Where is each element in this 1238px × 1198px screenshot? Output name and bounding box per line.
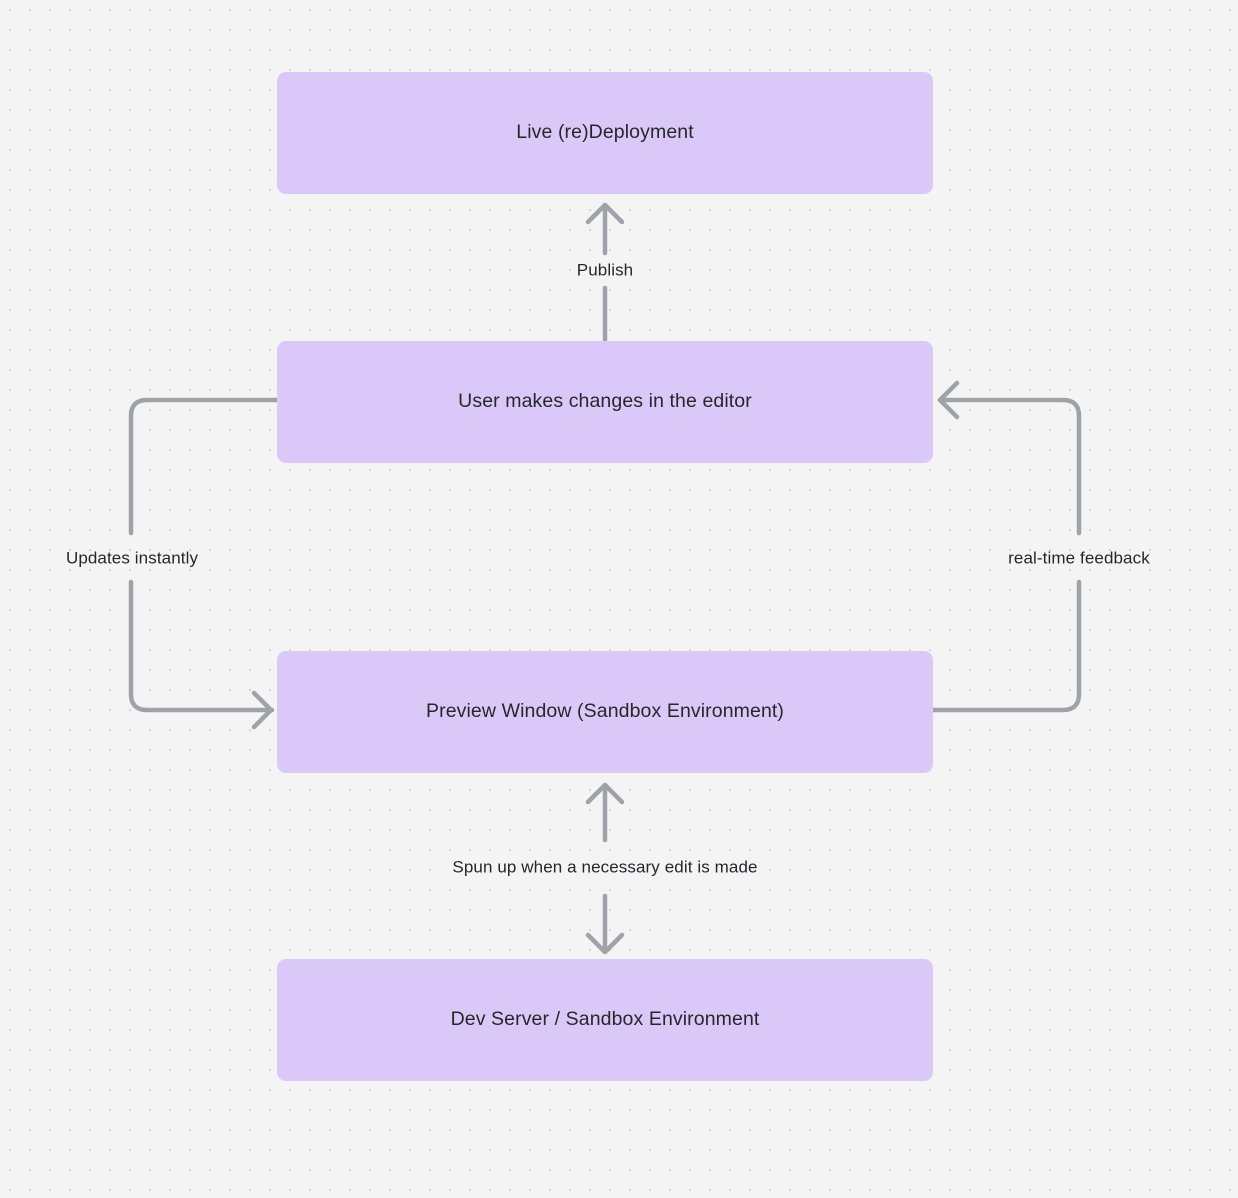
node-live-deployment-label: Live (re)Deployment bbox=[516, 121, 694, 144]
node-dev-server[interactable]: Dev Server / Sandbox Environment bbox=[277, 959, 933, 1081]
edge-label-updates-instantly: Updates instantly bbox=[65, 548, 199, 568]
edge-label-publish: Publish bbox=[570, 258, 640, 282]
node-preview-window[interactable]: Preview Window (Sandbox Environment) bbox=[277, 651, 933, 773]
node-preview-window-label: Preview Window (Sandbox Environment) bbox=[426, 700, 784, 723]
edge-label-spun-up: Spun up when a necessary edit is made bbox=[446, 855, 764, 879]
node-live-deployment[interactable]: Live (re)Deployment bbox=[277, 72, 933, 194]
node-user-edits[interactable]: User makes changes in the editor bbox=[277, 341, 933, 463]
edge-label-real-time-feedback: real-time feedback bbox=[1008, 548, 1150, 568]
node-user-edits-label: User makes changes in the editor bbox=[458, 390, 752, 413]
edge-real-time-feedback bbox=[930, 380, 1082, 713]
node-dev-server-label: Dev Server / Sandbox Environment bbox=[450, 1008, 760, 1031]
